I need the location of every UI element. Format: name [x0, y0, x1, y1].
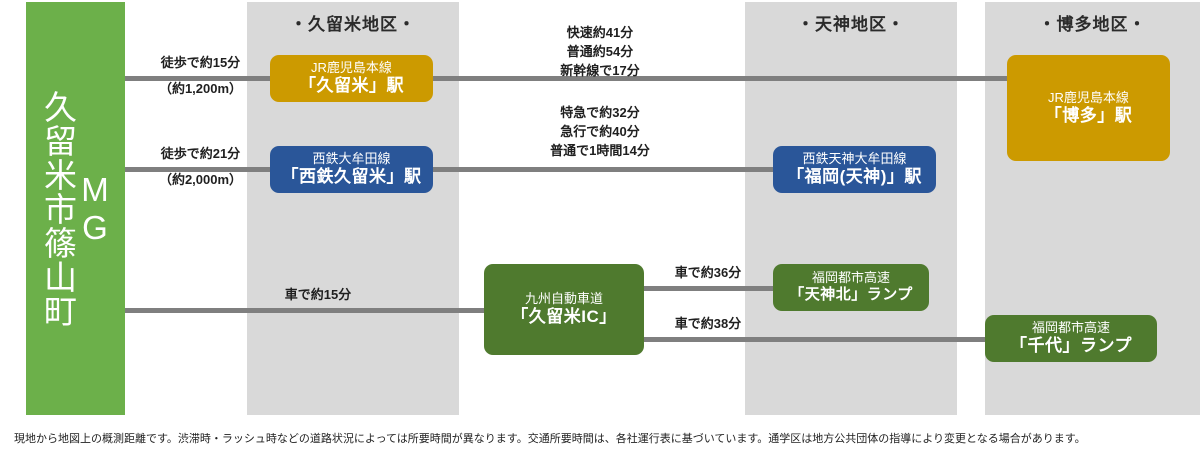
- node-station-name: 「博多」駅: [1044, 105, 1133, 125]
- node-line-name: 福岡都市高速: [811, 270, 890, 286]
- edge-label-line1: 車で約36分: [674, 265, 742, 280]
- node-kurume-ic[interactable]: 九州自動車道 「久留米IC」: [484, 264, 644, 355]
- node-station-name: 「福岡(天神)」駅: [787, 167, 922, 187]
- origin-label: MG 久留米市篠山町: [39, 89, 114, 328]
- node-line-name: 西鉄大牟田線: [312, 151, 391, 167]
- origin-banner: MG 久留米市篠山町: [26, 2, 125, 415]
- footnote-text: 現地から地図上の概測距離です。渋滞時・ラッシュ時などの道路状況によっては所要時間…: [14, 433, 1086, 445]
- node-fukuoka-tenjin-station[interactable]: 西鉄天神大牟田線 「福岡(天神)」駅: [773, 146, 936, 193]
- edge-label-line2: （約2,000m）: [158, 171, 243, 187]
- edge-line-car-kurume-ic: [125, 308, 489, 313]
- region-title-tenjin: ・天神地区・: [797, 15, 905, 34]
- node-chiyo-ramp[interactable]: 福岡都市高速 「千代」ランプ: [985, 315, 1157, 362]
- edge-label-line1: 徒歩で約21分: [160, 146, 241, 161]
- edge-label-car-kurume-ic: 車で約15分: [248, 286, 388, 305]
- edge-line-nishitetsu-tenjin: [428, 167, 778, 172]
- edge-label-ic-tenjinkita: 車で約36分: [653, 264, 763, 283]
- node-station-name: 「千代」ランプ: [1010, 336, 1132, 356]
- edge-line-walk-nishitetsu: [125, 167, 275, 172]
- edge-label-walk-jr-kurume: 徒歩で約15分 （約1,200m）: [133, 54, 268, 99]
- edge-label-line2: 普通約54分: [566, 43, 634, 59]
- edge-label-line1: 快速約41分: [566, 25, 634, 40]
- edge-line-ic-chiyo: [639, 337, 990, 342]
- edge-label-line2: 急行で約40分: [560, 123, 640, 139]
- node-station-name: 「久留米IC」: [511, 307, 617, 327]
- node-jr-hakata-station[interactable]: JR鹿児島本線 「博多」駅: [1007, 55, 1170, 161]
- edge-line-walk-jr-kurume: [125, 76, 275, 81]
- edge-label-nishitetsu-tenjin: 特急で約32分 急行で約40分 普通で1時間14分: [490, 104, 710, 161]
- edge-label-line1: 徒歩で約15分: [160, 55, 241, 70]
- node-line-name: 福岡都市高速: [1031, 320, 1110, 336]
- node-station-name: 「西鉄久留米」駅: [281, 167, 422, 187]
- node-nishitetsu-kurume-station[interactable]: 西鉄大牟田線 「西鉄久留米」駅: [270, 146, 433, 193]
- edge-label-jr-kurume-hakata: 快速約41分 普通約54分 新幹線で17分: [500, 24, 700, 81]
- edge-label-walk-nishitetsu: 徒歩で約21分 （約2,000m）: [133, 145, 268, 190]
- node-line-name: JR鹿児島本線: [1048, 89, 1129, 105]
- node-station-name: 「久留米」駅: [299, 76, 404, 96]
- node-line-name: 西鉄天神大牟田線: [802, 151, 907, 167]
- region-title-kurume: ・久留米地区・: [290, 15, 416, 34]
- edge-label-line2: （約1,200m）: [158, 80, 243, 96]
- region-title-hakata: ・博多地区・: [1038, 15, 1147, 34]
- node-line-name: JR鹿児島本線: [311, 60, 392, 76]
- edge-label-line3: 普通で1時間14分: [550, 142, 650, 158]
- region-band-tenjin: [745, 2, 957, 415]
- edge-line-ic-tenjinkita: [639, 286, 778, 291]
- edge-label-line1: 車で約38分: [674, 316, 742, 331]
- edge-label-line3: 新幹線で17分: [560, 62, 640, 78]
- node-line-name: 九州自動車道: [524, 291, 603, 307]
- node-tenjinkita-ramp[interactable]: 福岡都市高速 「天神北」ランプ: [773, 264, 929, 311]
- edge-line-jr-kurume-hakata: [428, 76, 1012, 81]
- edge-label-line1: 車で約15分: [284, 287, 352, 302]
- edge-label-line1: 特急で約32分: [560, 105, 640, 120]
- edge-label-ic-chiyo: 車で約38分: [653, 315, 763, 334]
- node-jr-kurume-station[interactable]: JR鹿児島本線 「久留米」駅: [270, 55, 433, 102]
- node-station-name: 「天神北」ランプ: [789, 286, 913, 304]
